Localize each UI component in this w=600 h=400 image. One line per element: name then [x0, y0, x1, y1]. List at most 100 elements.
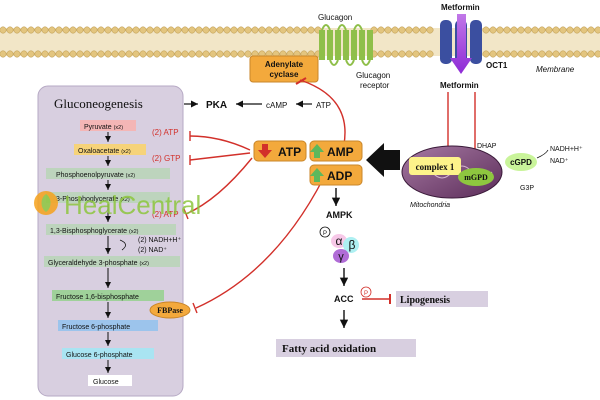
lipid-head-top [160, 26, 168, 34]
pathway-pep: Phosphoenolpyruvate (x2) [46, 168, 170, 179]
lipid-head-top [195, 26, 203, 34]
lipid-head-top [202, 26, 210, 34]
mgpd-oval [458, 168, 494, 186]
lipid-head-top [398, 26, 406, 34]
lipid-head-bottom [398, 50, 406, 58]
lipid-head-top [489, 26, 497, 34]
lipid-head-top [153, 26, 161, 34]
lipid-head-top [510, 26, 518, 34]
lipid-head-bottom [202, 50, 210, 58]
acc-p-label: P [364, 291, 368, 297]
lipid-head-top [27, 26, 35, 34]
lipid-head-top [524, 26, 532, 34]
lipid-head-top [83, 26, 91, 34]
glucose6-name: Glucose 6-phosphate [66, 352, 133, 359]
lipid-head-top [125, 26, 133, 34]
lipid-head-top [6, 26, 14, 34]
lipid-head-bottom [587, 50, 595, 58]
mito-nadh-label: NADH+H⁺ [550, 146, 583, 153]
lipid-head-top [41, 26, 49, 34]
lipid-head-bottom [125, 50, 133, 58]
lipid-head-bottom [223, 50, 231, 58]
watermark-logo: HealCentral [34, 190, 201, 220]
lipid-head-top [272, 26, 280, 34]
lipid-head-bottom [419, 50, 427, 58]
lipid-head-bottom [426, 50, 434, 58]
lipid-head-bottom [580, 50, 588, 58]
lipid-head-bottom [559, 50, 567, 58]
lipid-head-bottom [594, 50, 600, 58]
lipid-head-top [503, 26, 511, 34]
lipogenesis-box [396, 291, 488, 307]
lipid-head-top [300, 26, 308, 34]
mito-to-energy-arrow [366, 143, 400, 177]
lipid-head-top [48, 26, 56, 34]
lipid-head-top [265, 26, 273, 34]
lipid-head-bottom [167, 50, 175, 58]
cgpd-oval [505, 153, 537, 171]
lipid-head-top [223, 26, 231, 34]
metformin-inside-label: Metformin [440, 81, 479, 90]
mitochondria-label: Mitochondria [410, 202, 450, 209]
adp-box: ADP [309, 164, 363, 186]
lipid-head-top [13, 26, 21, 34]
lipid-head-bottom [132, 50, 140, 58]
lipid-head-top [90, 26, 98, 34]
g3p-name: Glyceraldehyde 3-phosphate [48, 260, 138, 267]
atp-box: ATP [253, 140, 307, 162]
lipid-head-bottom [482, 50, 490, 58]
pathway-fructose6: Fructose 6-phosphate [58, 320, 158, 331]
lipid-head-top [531, 26, 539, 34]
lipid-head-top [279, 26, 287, 34]
lipid-head-top [251, 26, 259, 34]
lipid-head-top [384, 26, 392, 34]
lipid-head-top [538, 26, 546, 34]
lipid-head-bottom [41, 50, 49, 58]
glucagon-receptor-label-1: Glucagon [356, 71, 390, 80]
lipid-head-top [139, 26, 147, 34]
membrane-label: Membrane [536, 65, 575, 74]
glucose-name: Glucose [93, 379, 119, 386]
lipid-head-top [97, 26, 105, 34]
gluconeogenesis-panel [37, 85, 184, 397]
complex1-box [409, 157, 461, 175]
lipid-head-bottom [34, 50, 42, 58]
fructose6-name: Fructose 6-phosphate [62, 324, 130, 331]
pyruvate-mult: (x2) [114, 125, 124, 131]
lipid-head-top [62, 26, 70, 34]
svg-text:HealCentral: HealCentral [64, 190, 201, 220]
lipid-head-top [559, 26, 567, 34]
amp-box: AMP [309, 140, 363, 162]
13bpg-name: 1,3-Bisphosphoglycerate [50, 228, 127, 235]
svg-text:Oxaloacetate (x2): Oxaloacetate (x2) [78, 148, 131, 155]
g3p-mult: (x2) [139, 261, 149, 267]
svg-text:Glyceraldehyde 3-phosphate (x2: Glyceraldehyde 3-phosphate (x2) [48, 260, 149, 267]
fbpase-oval [149, 301, 191, 319]
lipid-head-bottom [62, 50, 70, 58]
lipid-head-top [573, 26, 581, 34]
pep-name: Phosphoenolpyruvate [56, 172, 124, 179]
lipid-head-bottom [496, 50, 504, 58]
atp-inhibition-lines [183, 131, 331, 314]
oxaloacetate-mult: (x2) [121, 149, 131, 155]
gluconeogenesis-title: Gluconeogenesis [54, 96, 143, 111]
lipid-head-top [419, 26, 427, 34]
lipid-head-bottom [181, 50, 189, 58]
lipid-head-bottom [545, 50, 553, 58]
lipid-head-bottom [76, 50, 84, 58]
lipid-head-top [104, 26, 112, 34]
lipid-head-bottom [188, 50, 196, 58]
metformin-top-label: Metformin [441, 3, 480, 12]
mgpd-label: mGPD [464, 173, 488, 182]
lipid-head-top [0, 26, 7, 34]
cofactor-atp-2: (2) ATP [152, 210, 179, 219]
acc-label: ACC [334, 294, 354, 304]
lipid-head-top [377, 26, 385, 34]
ampk-label: AMPK [326, 210, 353, 220]
lipid-head-top [69, 26, 77, 34]
lipid-head-bottom [489, 50, 497, 58]
pathway-13bpg: 1,3-Bisphosphoglycerate (x2) [46, 224, 176, 235]
svg-text:Phosphoenolpyruvate (x2): Phosphoenolpyruvate (x2) [56, 172, 135, 179]
lipid-head-top [517, 26, 525, 34]
